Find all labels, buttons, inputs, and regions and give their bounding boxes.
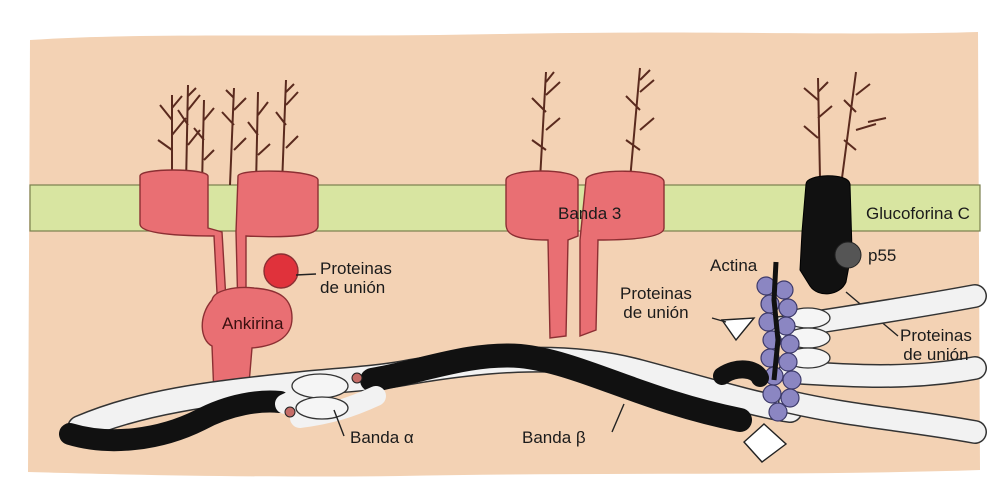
label-glucoforina-c: Glucoforina C <box>866 204 970 223</box>
label-proteinas-union-left-line2: de unión <box>320 278 392 297</box>
label-proteinas-union-right-line2: de unión <box>900 345 972 364</box>
glycophorin-c-protein <box>800 176 852 294</box>
spectrin-end-dark <box>722 369 760 378</box>
label-ankirina: Ankirina <box>222 314 283 333</box>
label-proteinas-union-center-line2: de unión <box>620 303 692 322</box>
leader-line-proteinas-1 <box>296 274 316 275</box>
p55-protein <box>835 242 861 268</box>
label-banda-beta: Banda β <box>522 428 586 447</box>
binding-protein-left <box>264 254 298 288</box>
label-proteinas-union-center: Proteinas de unión <box>620 284 692 322</box>
label-actina: Actina <box>710 256 757 275</box>
label-proteinas-union-left: Proteinas de unión <box>320 259 392 297</box>
label-p55: p55 <box>868 246 896 265</box>
tropomyosin-strand <box>774 262 778 380</box>
label-proteinas-union-center-line1: Proteinas <box>620 284 692 303</box>
label-proteinas-union-right-line1: Proteinas <box>900 326 972 345</box>
label-banda-3: Banda 3 <box>558 204 621 223</box>
label-proteinas-union-left-line1: Proteinas <box>320 259 392 278</box>
label-proteinas-union-right: Proteinas de unión <box>900 326 972 364</box>
spectrin-right-middle-fill <box>790 368 975 376</box>
label-banda-alfa: Banda α <box>350 428 414 447</box>
